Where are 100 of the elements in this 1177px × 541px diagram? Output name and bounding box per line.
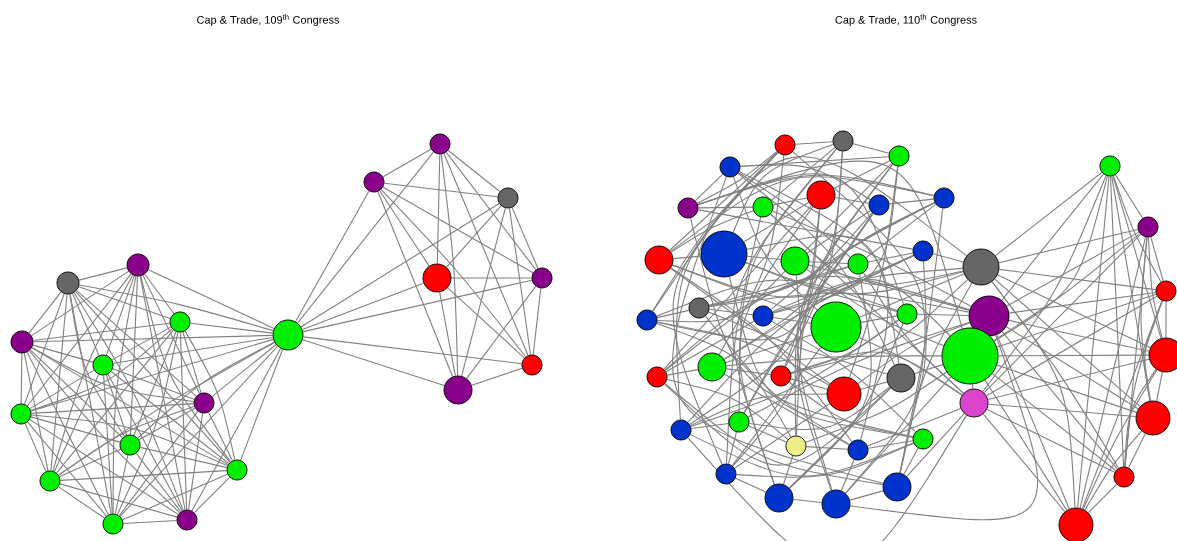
network-edge xyxy=(971,383,974,390)
network-edge xyxy=(118,410,199,517)
network-edge xyxy=(991,373,1117,472)
network-edge xyxy=(112,368,195,400)
network-edge xyxy=(738,206,814,485)
network-edge xyxy=(508,207,532,356)
network-edge xyxy=(447,150,501,192)
network-edge xyxy=(297,151,435,324)
network-edge xyxy=(664,383,884,486)
network-edge xyxy=(731,346,822,467)
network-edge xyxy=(724,373,850,446)
network-node xyxy=(1155,280,1177,302)
network-edge xyxy=(833,160,891,190)
network-edge xyxy=(656,309,690,319)
network-edge xyxy=(69,293,112,515)
network-edge xyxy=(737,173,896,366)
network-node xyxy=(677,197,699,219)
network-edge xyxy=(301,282,424,330)
network-edge xyxy=(932,253,964,263)
network-edge xyxy=(147,269,275,329)
network-edge xyxy=(29,369,95,410)
network-edge xyxy=(191,348,282,512)
network-node xyxy=(968,295,1010,337)
network-node xyxy=(962,248,1000,286)
network-node xyxy=(847,253,869,275)
network-node xyxy=(176,509,198,531)
network-edge xyxy=(133,331,177,436)
network-node xyxy=(1135,400,1171,436)
network-edge xyxy=(1008,319,1150,352)
network-edge xyxy=(300,203,500,328)
network-edge xyxy=(790,351,963,396)
network-edge xyxy=(772,279,951,337)
network-node xyxy=(422,263,452,293)
network-edge xyxy=(991,281,1076,509)
network-edge xyxy=(669,151,778,251)
network-edge xyxy=(26,273,132,407)
network-node xyxy=(497,187,519,209)
network-edge xyxy=(694,173,724,202)
network-edge xyxy=(30,328,173,412)
network-edge xyxy=(689,208,821,425)
network-edge xyxy=(142,274,201,395)
network-node xyxy=(806,180,836,210)
network-edge xyxy=(139,275,186,511)
network-edge xyxy=(998,268,1157,291)
network-edge xyxy=(461,207,506,377)
network-edge xyxy=(844,260,927,494)
network-edge xyxy=(652,151,779,312)
network-edge xyxy=(139,446,228,469)
network-edge xyxy=(982,175,1107,393)
network-edge xyxy=(672,264,813,319)
network-edge xyxy=(1001,173,1104,301)
network-edge xyxy=(189,322,274,334)
network-edge xyxy=(725,334,813,364)
network-edge xyxy=(30,416,121,443)
network-node xyxy=(728,411,750,433)
network-edge xyxy=(129,275,139,436)
network-edge xyxy=(532,287,542,356)
network-edge xyxy=(110,370,230,465)
network-edge xyxy=(59,470,228,481)
network-edge xyxy=(983,233,1142,394)
network-node xyxy=(429,133,451,155)
network-edge xyxy=(849,334,1038,521)
network-edge xyxy=(26,351,109,516)
network-edge xyxy=(708,266,849,306)
network-edge xyxy=(50,293,68,472)
network-edge xyxy=(665,320,755,373)
network-edge xyxy=(860,381,888,390)
network-node xyxy=(888,145,910,167)
network-edge xyxy=(664,275,970,371)
network-edge xyxy=(208,411,233,462)
network-node xyxy=(126,253,150,277)
network-edge xyxy=(808,261,849,265)
network-edge xyxy=(1147,236,1163,339)
network-edge xyxy=(784,202,936,367)
network-edge xyxy=(1082,369,1158,510)
network-edge xyxy=(112,336,274,364)
network-edge xyxy=(770,213,964,394)
network-edge xyxy=(382,186,534,274)
network-edge xyxy=(672,176,884,484)
network-node xyxy=(780,246,810,276)
network-edge xyxy=(857,322,971,385)
network-edge xyxy=(187,412,204,511)
network-edge xyxy=(860,315,898,323)
network-edge xyxy=(193,476,231,514)
network-edge xyxy=(447,287,525,359)
network-node xyxy=(774,134,796,156)
network-node xyxy=(752,196,774,218)
network-edge xyxy=(770,147,836,201)
network-edge xyxy=(805,371,947,443)
network-edge xyxy=(708,308,754,316)
network-node xyxy=(1058,507,1094,541)
chart-title: Cap & Trade, 110$^{th}$ Congress xyxy=(835,14,977,26)
network-node xyxy=(1148,337,1177,373)
network-edge xyxy=(903,447,919,475)
network-edge xyxy=(728,431,737,465)
network-node xyxy=(636,309,658,331)
network-node xyxy=(644,245,674,275)
network-edge xyxy=(997,354,1150,357)
network-edge xyxy=(986,408,1116,473)
network-edge xyxy=(24,293,65,405)
